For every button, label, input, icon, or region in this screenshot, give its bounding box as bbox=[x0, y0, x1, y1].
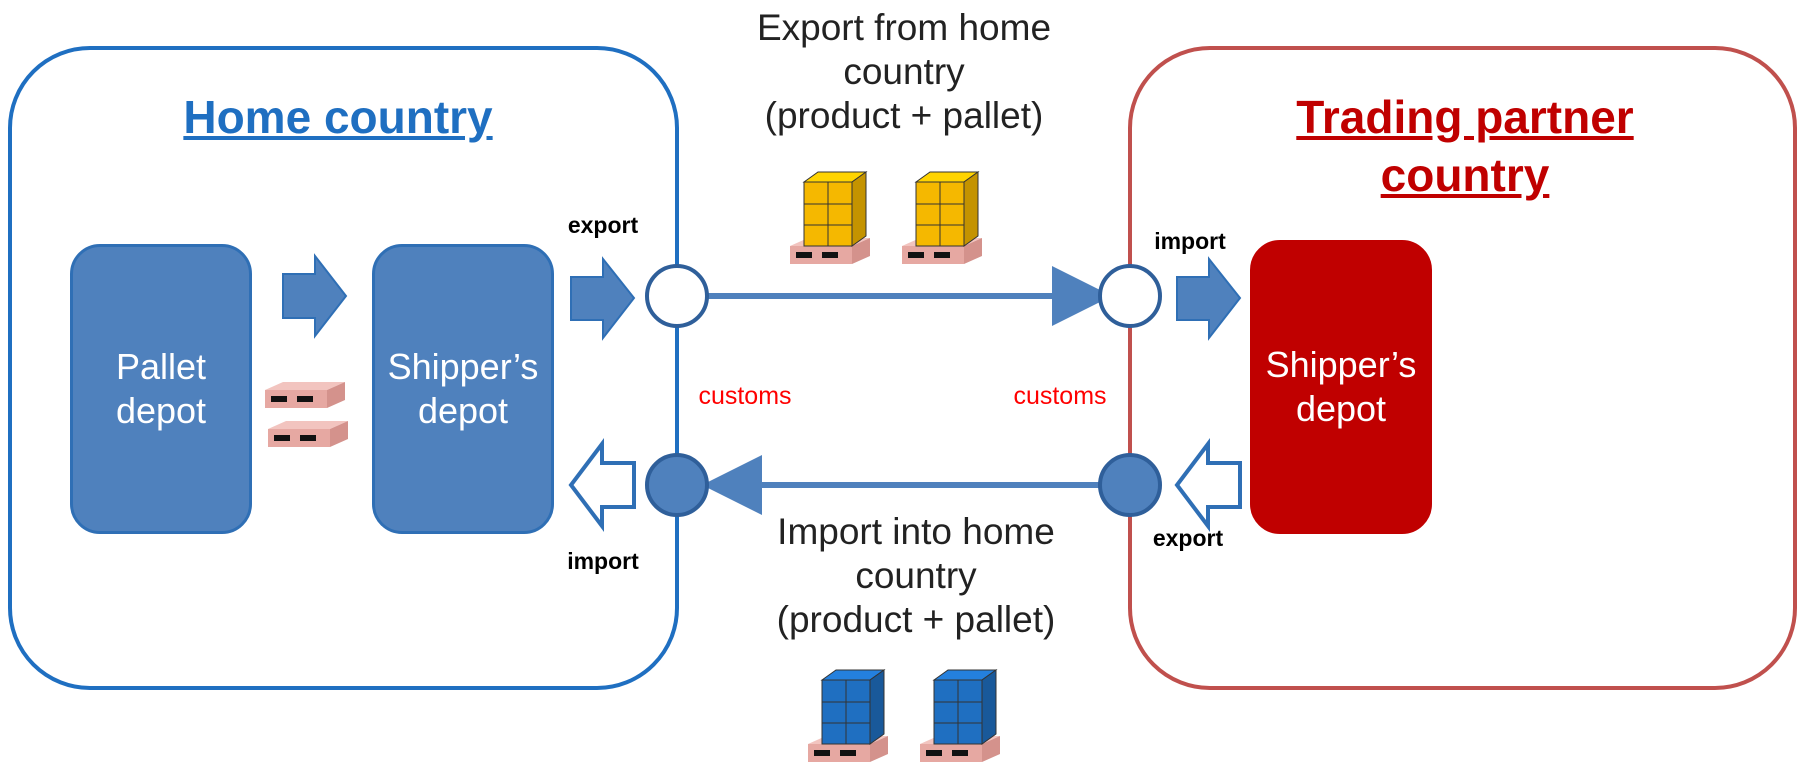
home-country-region bbox=[8, 46, 679, 690]
block-arrow-icon bbox=[570, 256, 636, 341]
goods-on-pallet-icon bbox=[808, 669, 888, 762]
partner-shipper-depot: Shipper’s depot bbox=[1250, 240, 1432, 534]
outline-arrow-icon bbox=[1174, 438, 1242, 532]
goods-on-pallet-icon bbox=[790, 171, 870, 264]
block-arrow-icon bbox=[282, 253, 348, 339]
home-import-label: import bbox=[567, 548, 639, 574]
home-customs-label: customs bbox=[698, 382, 792, 410]
outline-arrow-icon bbox=[568, 438, 636, 532]
trading-partner-region bbox=[1128, 46, 1797, 690]
import-flow-description: Import into home country (product + pall… bbox=[776, 511, 1056, 640]
block-arrow-icon bbox=[1176, 256, 1242, 341]
home-pallet-depot: Pallet depot bbox=[70, 244, 252, 534]
export-flow-description: Export from home country (product + pall… bbox=[756, 7, 1052, 136]
partner-import-customs-icon bbox=[1098, 264, 1162, 328]
trading-partner-title: Trading partner country bbox=[1296, 91, 1634, 201]
goods-on-pallet-icon bbox=[902, 171, 982, 264]
pallet-icon bbox=[268, 421, 348, 447]
goods-on-pallet-icon bbox=[920, 669, 1000, 762]
home-shipper-depot: Shipper’s depot bbox=[372, 244, 554, 534]
partner-export-label: export bbox=[1152, 525, 1224, 551]
home-country-title: Home country bbox=[183, 91, 493, 143]
partner-customs-label: customs bbox=[1013, 382, 1107, 410]
partner-import-label: import bbox=[1154, 228, 1226, 254]
exported-goods-group bbox=[790, 171, 982, 264]
partner-export-customs-icon bbox=[1098, 453, 1162, 517]
pallet-icon bbox=[265, 382, 345, 408]
imported-goods-group bbox=[808, 669, 1000, 762]
home-export-customs-icon bbox=[645, 264, 709, 328]
home-export-label: export bbox=[567, 212, 639, 238]
home-import-customs-icon bbox=[645, 453, 709, 517]
